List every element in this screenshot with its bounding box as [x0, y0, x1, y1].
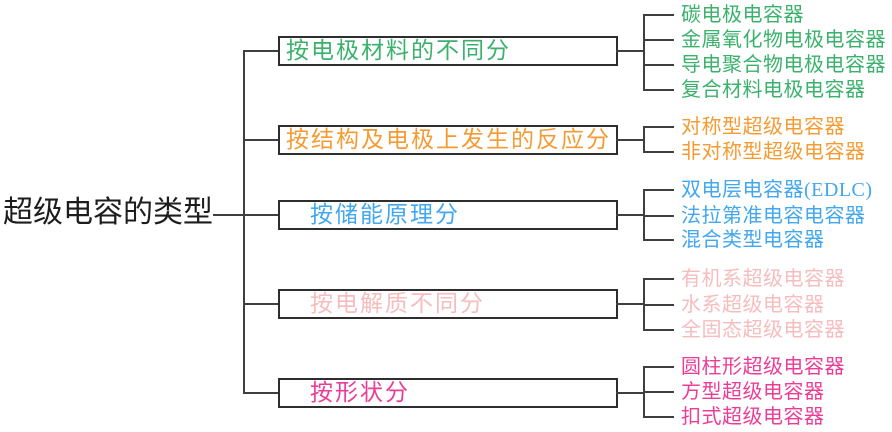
leaf-item: 碳电极电容器	[681, 4, 804, 26]
leaf-tick-line	[643, 366, 674, 368]
leaf-tick-line	[643, 391, 674, 393]
leaf-item: 法拉第准电容电容器	[681, 205, 866, 227]
root-label: 超级电容的类型	[3, 196, 213, 229]
branch-connector-line	[243, 303, 280, 305]
branch-connector-line	[243, 214, 280, 216]
box-to-leaves-line	[616, 139, 645, 141]
leaves-bracket-line	[643, 14, 645, 91]
leaf-tick-line	[643, 126, 674, 128]
category-label: 按储能原理分	[310, 202, 460, 227]
leaf-item: 水系超级电容器	[681, 294, 825, 316]
box-to-leaves-line	[616, 50, 645, 52]
leaves-bracket-line	[643, 126, 645, 153]
category-label: 按电解质不同分	[310, 291, 485, 316]
leaf-tick-line	[643, 304, 674, 306]
leaf-item: 全固态超级电容器	[681, 319, 845, 341]
category-label: 按形状分	[310, 380, 410, 405]
leaf-item: 双电层电容器(EDLC)	[681, 179, 873, 201]
branch-connector-line	[243, 50, 280, 52]
branch-connector-line	[243, 392, 280, 394]
category-box-structure-reaction: 按结构及电极上发生的反应分	[278, 125, 618, 155]
leaf-tick-line	[643, 89, 674, 91]
leaf-item: 对称型超级电容器	[681, 116, 845, 138]
box-to-leaves-line	[616, 392, 645, 394]
leaf-item: 金属氧化物电极电容器	[681, 29, 886, 51]
leaf-tick-line	[643, 64, 674, 66]
trunk-line	[243, 50, 245, 394]
category-box-storage-principle: 按储能原理分	[278, 200, 618, 230]
box-to-leaves-line	[616, 214, 645, 216]
leaf-tick-line	[643, 278, 674, 280]
leaf-tick-line	[643, 151, 674, 153]
leaf-tick-line	[643, 416, 674, 418]
leaf-tick-line	[643, 215, 674, 217]
box-to-leaves-line	[616, 303, 645, 305]
root-connector-line	[213, 214, 245, 216]
category-box-electrolyte: 按电解质不同分	[278, 289, 618, 319]
leaf-item: 有机系超级电容器	[681, 268, 845, 290]
leaf-item: 方型超级电容器	[681, 381, 825, 403]
leaf-item: 复合材料电极电容器	[681, 79, 866, 101]
category-box-shape: 按形状分	[278, 378, 618, 408]
leaf-item: 扣式超级电容器	[681, 406, 825, 428]
category-box-electrode-material: 按电极材料的不同分	[278, 36, 618, 66]
leaf-tick-line	[643, 239, 674, 241]
category-label: 按结构及电极上发生的反应分	[286, 127, 611, 152]
leaf-item: 圆柱形超级电容器	[681, 356, 845, 378]
branch-connector-line	[243, 139, 280, 141]
leaf-item: 非对称型超级电容器	[681, 141, 866, 163]
leaf-tick-line	[643, 14, 674, 16]
leaf-tick-line	[643, 39, 674, 41]
leaf-item: 导电聚合物电极电容器	[681, 54, 886, 76]
leaf-tick-line	[643, 189, 674, 191]
category-label: 按电极材料的不同分	[286, 38, 511, 63]
leaf-tick-line	[643, 329, 674, 331]
leaf-item: 混合类型电容器	[681, 229, 825, 251]
